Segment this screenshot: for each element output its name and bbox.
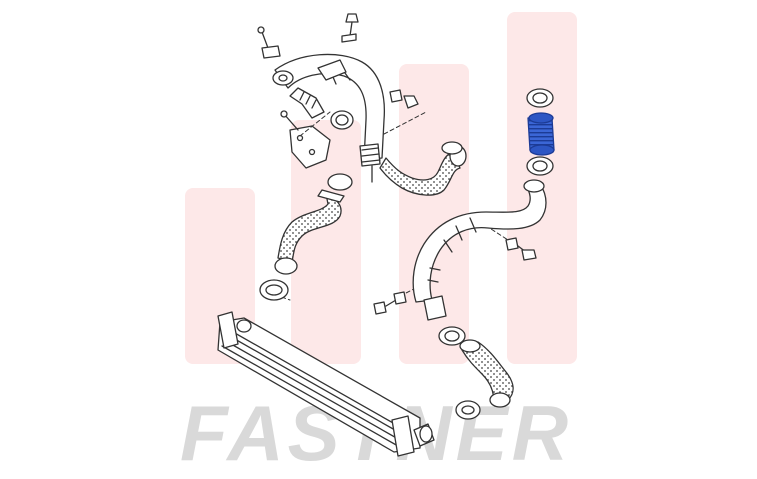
coupling-hose: [526, 88, 555, 176]
hose-clamp: [330, 110, 354, 130]
bolt: [341, 13, 359, 43]
hose-clamp: [438, 326, 466, 346]
bolt: [505, 237, 537, 261]
bolt: [389, 89, 419, 109]
bolt: [373, 291, 407, 315]
charge-air-pipe: [412, 179, 547, 321]
lower-dotted-hose: [455, 339, 514, 420]
mounting-bracket: [280, 110, 331, 169]
elbow-hose: [289, 87, 325, 119]
bolt: [257, 26, 281, 59]
left-dotted-hose: [259, 173, 353, 301]
intercooler: [217, 311, 435, 457]
pipe-coupling: [359, 143, 381, 167]
upper-intake-pipe: [272, 53, 386, 161]
dotted-hose: [379, 141, 467, 196]
